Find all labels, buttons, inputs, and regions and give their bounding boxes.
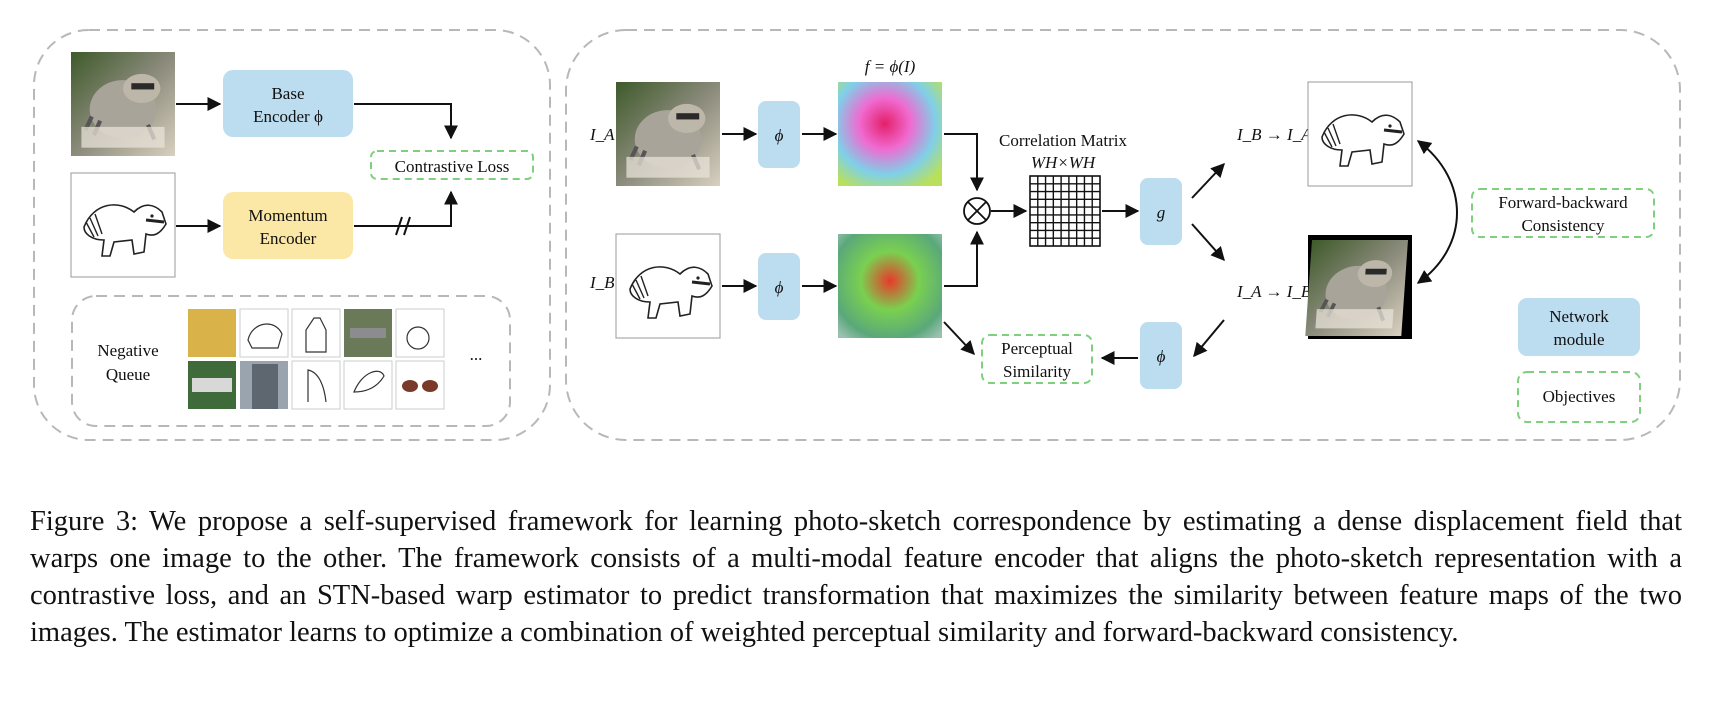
- correlation-matrix-dims: WH×WH: [1031, 153, 1097, 172]
- negative-queue-ellipsis: ...: [470, 345, 483, 364]
- arrow-feature-b-to-product: [944, 230, 984, 287]
- legend-objectives: Objectives: [1517, 371, 1641, 423]
- arrow-feature-a-to-product: [944, 133, 984, 192]
- momentum-encoder-label-line2: Encoder: [260, 229, 317, 248]
- sketch-input-thumbnail: [70, 172, 176, 278]
- correlation-matrix-title: Correlation Matrix: [999, 131, 1127, 150]
- label-b-to-a: I_B → I_A: [1236, 125, 1312, 144]
- negative-queue-border: [71, 295, 511, 427]
- queue-image-harp-sketch: [291, 360, 341, 410]
- forward-backward-objective: Forward-backward Consistency: [1471, 188, 1655, 238]
- g-label: g: [1157, 203, 1166, 222]
- feature-map-a: [838, 82, 942, 186]
- arrow-g-to-b-to-a: [1191, 162, 1225, 199]
- contrastive-loss-label: Contrastive Loss: [395, 157, 510, 176]
- right-panel-border: [565, 29, 1681, 441]
- queue-image-bear-sketch: [239, 308, 289, 358]
- left-panel-border: [33, 29, 551, 441]
- legend-network-label-line2: module: [1554, 330, 1605, 349]
- arrow-g-to-a-to-b: [1191, 223, 1225, 262]
- warped-sketch-output: [1307, 81, 1413, 187]
- negative-queue-label-line1: Negative: [97, 341, 158, 360]
- correlation-matrix-grid: [1029, 175, 1101, 247]
- queue-image-bird-sketch: [343, 360, 393, 410]
- framework-diagram: Base Encoder ϕ Momentum Encoder Contrast…: [33, 29, 1681, 441]
- perceptual-label-line1: Perceptual: [1001, 339, 1073, 358]
- base-encoder-label-line1: Base: [271, 84, 304, 103]
- arrow-warped-photo-to-phi: [1193, 319, 1225, 358]
- momentum-encoder-module: Momentum Encoder: [223, 192, 353, 259]
- phi-encoder-bottom: ϕ: [758, 253, 800, 320]
- negative-queue-images: [188, 308, 445, 410]
- photo-input-a: [616, 82, 720, 186]
- base-encoder-label-line2: Encoder ϕ: [253, 107, 323, 126]
- contrastive-loss-objective: Contrastive Loss: [370, 150, 534, 180]
- queue-image-wheelchair-sketch: [395, 308, 445, 358]
- correlation-grid-border: [1029, 175, 1101, 247]
- warped-photo-output: [1303, 235, 1412, 339]
- sketch-input-b: [615, 233, 721, 339]
- arrow-feature-b-to-perceptual: [943, 321, 975, 356]
- arrow-base-encoder-to-loss: [354, 103, 458, 140]
- legend-network-label-line1: Network: [1549, 307, 1609, 326]
- queue-image-banana: [188, 309, 236, 357]
- label-input-a: I_A: [589, 125, 615, 144]
- phi-encoder-warped: ϕ: [1140, 322, 1182, 389]
- forward-backward-label-line1: Forward-backward: [1498, 193, 1628, 212]
- legend-network-module: Network module: [1518, 298, 1640, 356]
- forward-backward-arrow: [1416, 140, 1458, 284]
- label-a-to-b: I_A → I_B: [1236, 282, 1312, 301]
- legend-objectives-label: Objectives: [1543, 387, 1616, 406]
- forward-backward-label-line2: Consistency: [1521, 216, 1605, 235]
- negative-queue-label-line2: Queue: [106, 365, 150, 384]
- feature-formula-label: f = ϕ(I): [865, 57, 916, 76]
- phi-bottom-label: ϕ: [775, 278, 784, 297]
- stop-gradient-mark: [395, 216, 411, 236]
- label-input-b: I_B: [589, 273, 615, 292]
- phi-warped-label: ϕ: [1157, 347, 1166, 366]
- queue-image-bag-sketch: [291, 308, 341, 358]
- feature-map-b: [838, 234, 942, 338]
- perceptual-label-line2: Similarity: [1003, 362, 1072, 381]
- g-warp-estimator: g: [1140, 178, 1182, 245]
- photo-input-thumbnail: [71, 52, 175, 156]
- phi-encoder-top: ϕ: [758, 101, 800, 168]
- momentum-encoder-label-line1: Momentum: [248, 206, 327, 225]
- base-encoder-module: Base Encoder ϕ: [223, 70, 353, 137]
- perceptual-similarity-objective: Perceptual Similarity: [981, 334, 1093, 384]
- phi-top-label: ϕ: [775, 126, 784, 145]
- outer-product-symbol: [963, 197, 991, 225]
- arrow-momentum-encoder-to-loss: [354, 190, 458, 227]
- figure-caption: Figure 3: We propose a self-supervised f…: [30, 505, 1682, 648]
